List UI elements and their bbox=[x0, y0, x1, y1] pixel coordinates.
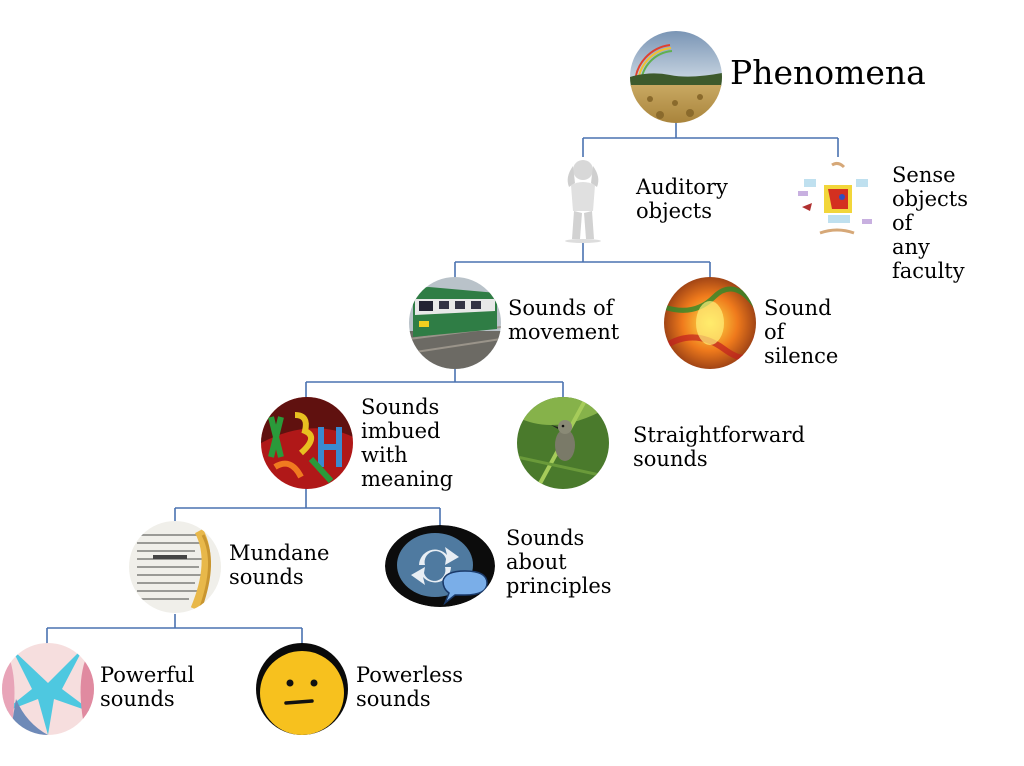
node-label-phenomena: Phenomena bbox=[730, 53, 926, 92]
neutral-face-icon bbox=[256, 643, 348, 735]
node-label-movement: Sounds of movement bbox=[508, 296, 620, 344]
node-label-meaning: Sounds imbued with meaning bbox=[361, 395, 454, 491]
connector-movement bbox=[305, 366, 564, 398]
node-label-mundane: Mundane sounds bbox=[229, 541, 330, 589]
node-label-sense: Sense objects of any faculty bbox=[892, 163, 969, 283]
bird-icon bbox=[517, 397, 609, 489]
letters-collage-icon bbox=[261, 397, 353, 489]
node-label-powerful: Powerful sounds bbox=[100, 663, 195, 711]
connector-auditory bbox=[454, 242, 711, 278]
person-covering-ears-icon bbox=[555, 157, 611, 243]
node-label-silence: Sound of silence bbox=[764, 296, 839, 368]
node-label-straightforward: Straightforward sounds bbox=[633, 423, 805, 471]
landscape-rainbow-icon bbox=[630, 31, 722, 123]
node-label-principles: Sounds about principles bbox=[506, 526, 612, 598]
sense-organs-icon bbox=[792, 157, 882, 247]
connector-meaning bbox=[174, 488, 441, 526]
train-icon bbox=[409, 277, 501, 369]
node-label-auditory: Auditory objects bbox=[636, 175, 728, 223]
refresh-speech-bubble-icon bbox=[385, 525, 495, 607]
abstract-silence-icon bbox=[664, 277, 756, 369]
connector-mundane bbox=[46, 614, 303, 644]
node-label-powerless: Powerless sounds bbox=[356, 663, 464, 711]
dictionary-icon bbox=[129, 521, 221, 613]
connector-root bbox=[582, 122, 839, 157]
comic-portrait-icon bbox=[2, 643, 94, 735]
